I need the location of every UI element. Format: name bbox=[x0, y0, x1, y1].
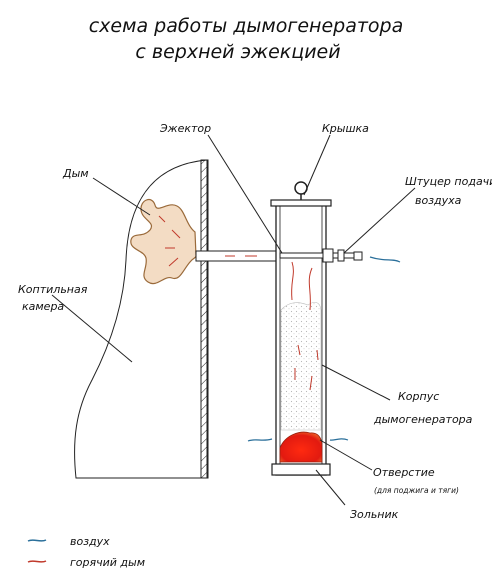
air-arrows bbox=[247, 256, 401, 442]
label-lid: Крышка bbox=[322, 122, 369, 135]
legend-smoke-line bbox=[27, 560, 47, 563]
label-ejector: Эжектор bbox=[159, 122, 211, 135]
smoke-cloud bbox=[130, 198, 197, 285]
leader-lines bbox=[51, 134, 416, 506]
legend-air-line bbox=[27, 539, 47, 542]
lid bbox=[270, 181, 332, 207]
legend: воздух горячий дым bbox=[27, 535, 145, 569]
label-fitting-line2: воздуха bbox=[415, 194, 462, 207]
label-chamber-line1: Коптильная bbox=[18, 283, 88, 296]
smoking-chamber bbox=[74, 159, 209, 479]
label-body-line2: дымогенератора bbox=[373, 413, 473, 426]
air-fitting bbox=[279, 248, 363, 263]
label-chamber-line2: камера bbox=[22, 300, 64, 313]
label-opening-note: (для поджига и тяги) bbox=[374, 486, 459, 495]
generator-body bbox=[271, 204, 331, 476]
diagram-title-line2: с верхней эжекцией bbox=[135, 41, 340, 63]
wood-chips bbox=[280, 301, 322, 431]
cloud-smoke-arrows bbox=[158, 215, 181, 267]
body-smoke-arrows bbox=[291, 261, 319, 391]
label-smoke: Дым bbox=[62, 167, 89, 180]
legend-air-label: воздух bbox=[70, 535, 110, 548]
label-body-line1: Корпус bbox=[398, 390, 439, 403]
legend-smoke-label: горячий дым bbox=[70, 556, 145, 569]
diagram-title-line1: схема работы дымогенератора bbox=[89, 15, 404, 37]
burning-embers bbox=[279, 431, 323, 463]
ash-pit bbox=[271, 463, 331, 476]
chamber-wall-hatch bbox=[200, 159, 209, 479]
label-ash-pit: Зольник bbox=[350, 508, 399, 521]
label-opening: Отверстие bbox=[373, 466, 435, 479]
ejector-pipe bbox=[195, 250, 279, 262]
label-fitting-line1: Штуцер подачи bbox=[405, 175, 492, 188]
